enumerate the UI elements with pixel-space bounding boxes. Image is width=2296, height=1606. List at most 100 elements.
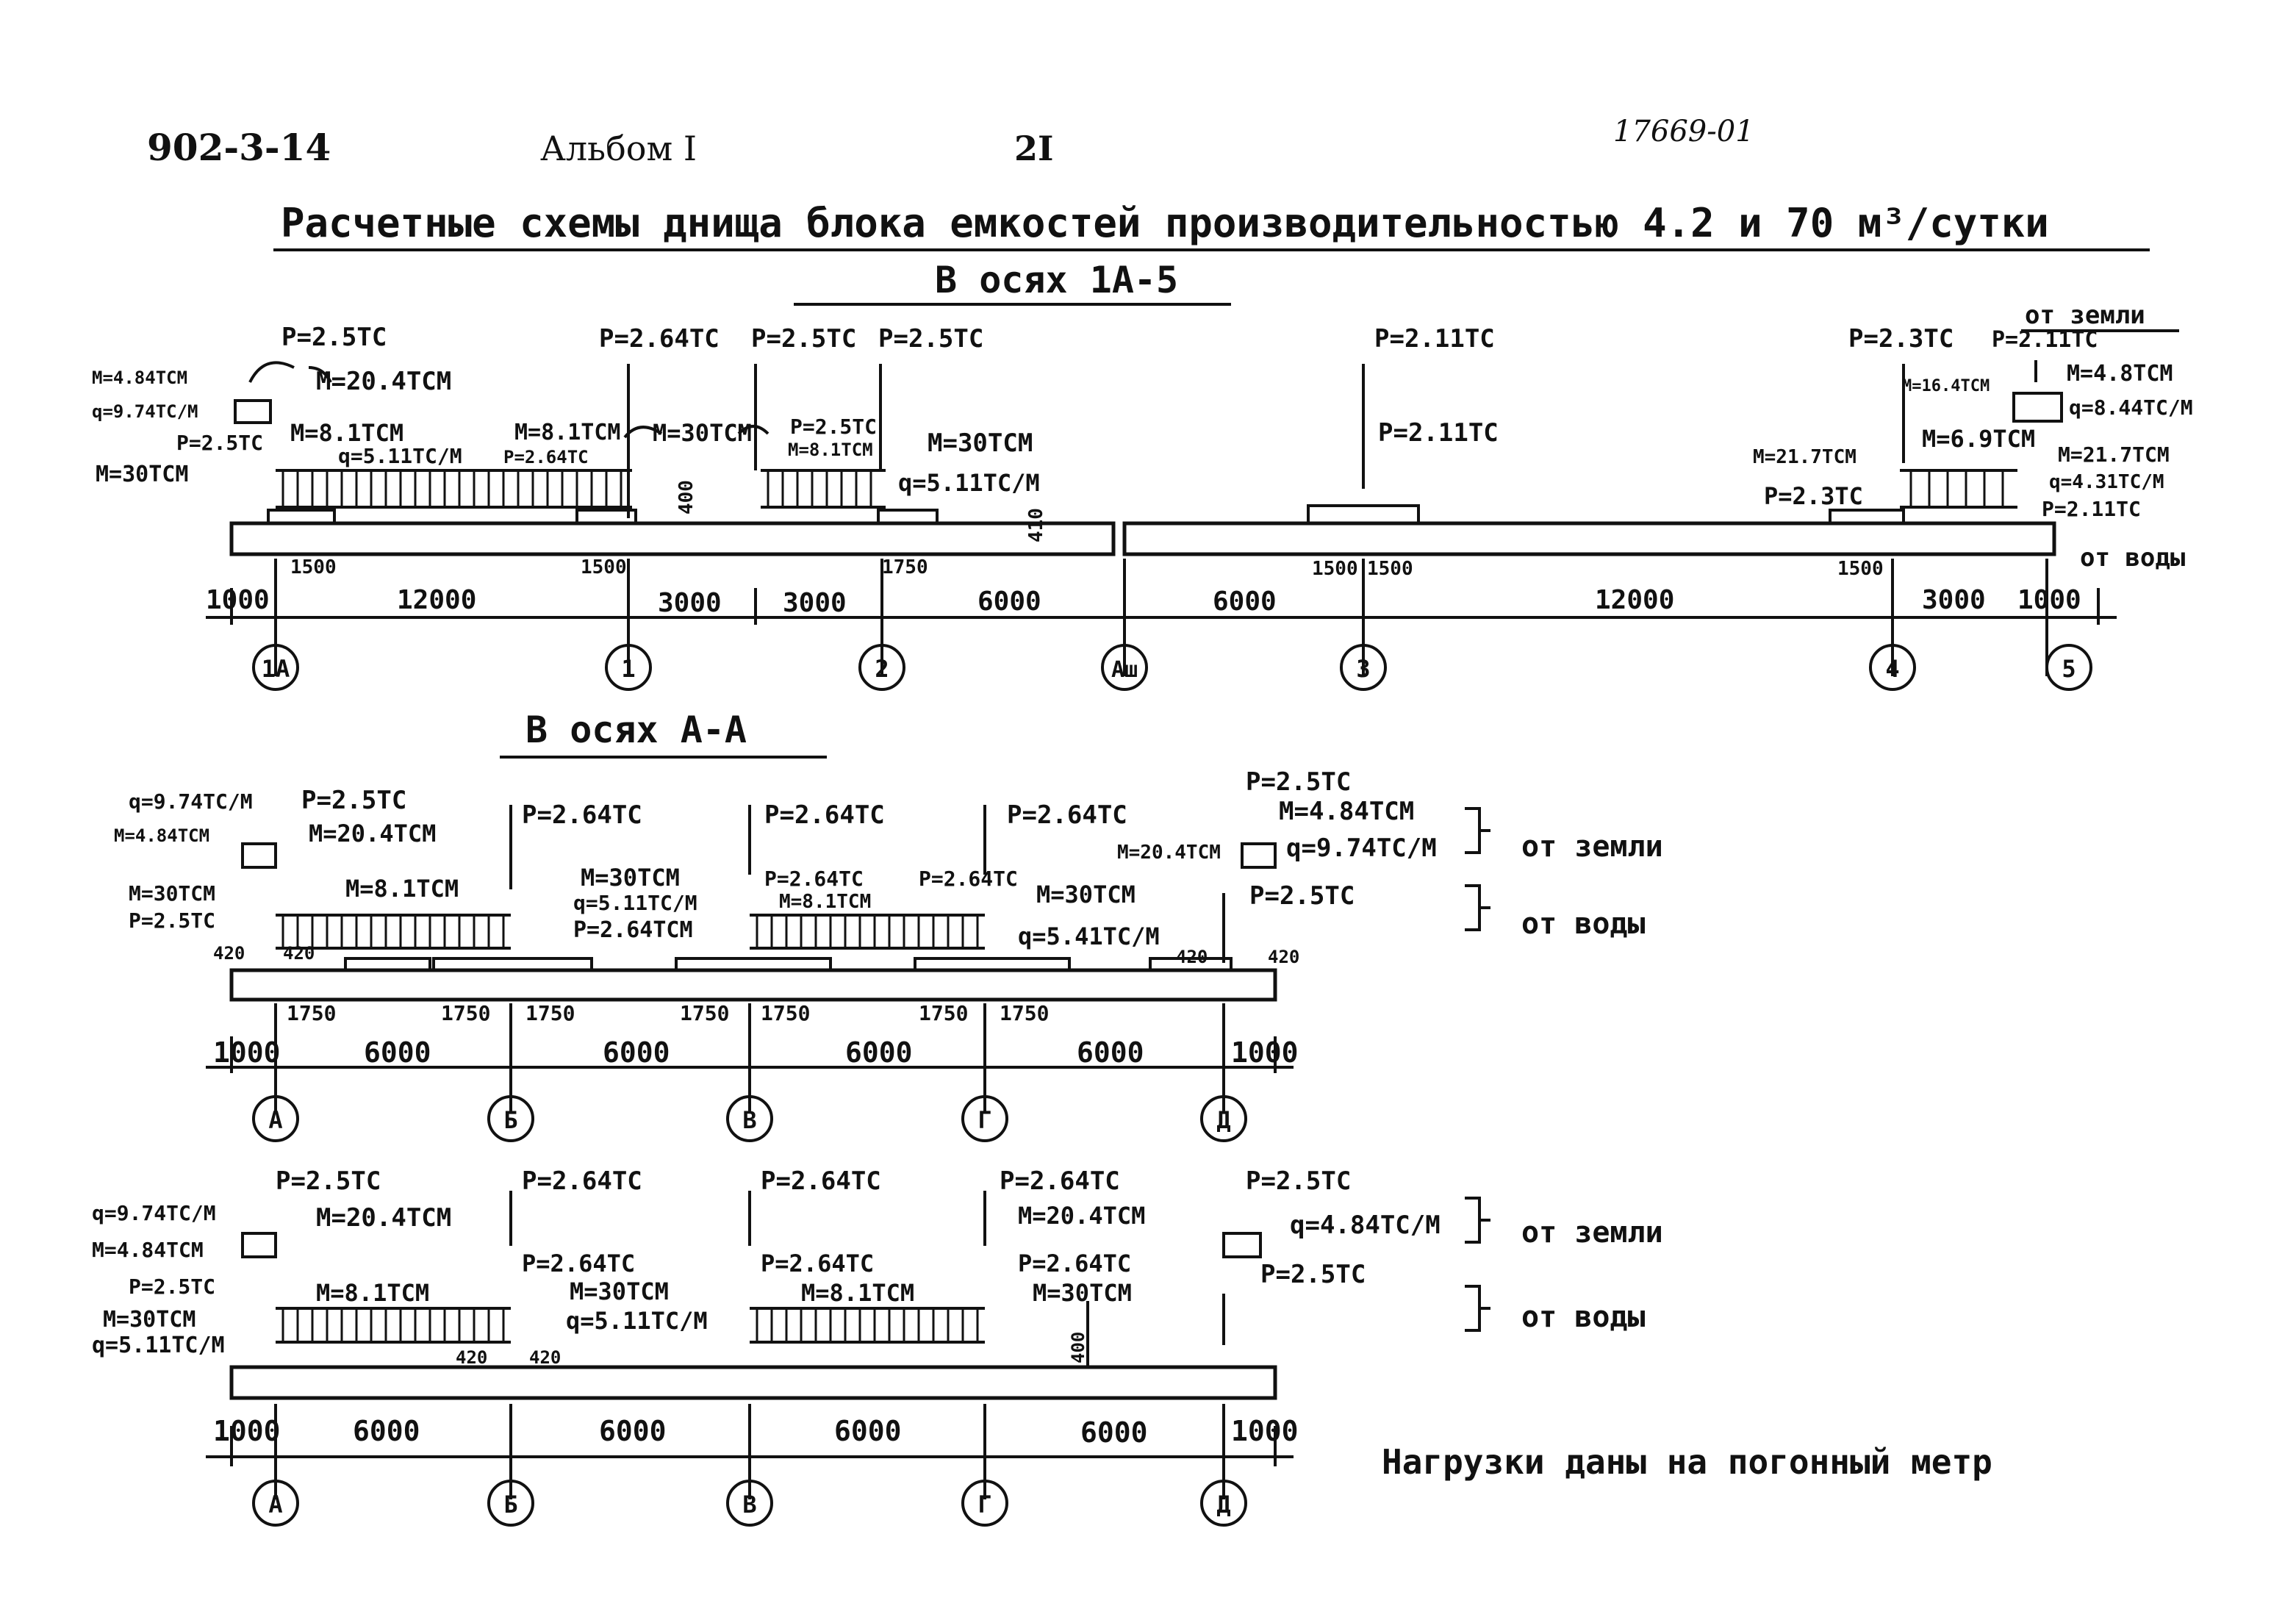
scheme-2: q=9.74ТС/М Р=2.5ТС М=4.84ТСМ М=20.4ТСМ Р… [114,767,1663,1142]
svg-text:Р=2.64ТС: Р=2.64ТС [599,324,720,354]
svg-text:Р=2.5ТС: Р=2.5ТС [1249,881,1355,911]
svg-text:q=5.11ТС/М: q=5.11ТС/М [338,444,462,468]
svg-text:М=8.1ТСМ: М=8.1ТСМ [779,891,871,913]
svg-text:1000: 1000 [1231,1036,1299,1069]
svg-text:1750: 1750 [882,556,928,578]
svg-text:4: 4 [1885,655,1899,683]
stamp-number: 17669-01 [1613,115,1754,148]
svg-text:Р=2.11ТС: Р=2.11ТС [2042,497,2141,521]
axis-bubble: Д [1200,1480,1247,1527]
svg-text:Р=2.5ТС: Р=2.5ТС [301,786,406,815]
svg-text:М=4.84ТСМ: М=4.84ТСМ [114,825,209,846]
svg-text:q=4.31ТС/М: q=4.31ТС/М [2049,471,2164,493]
svg-text:М=20.4ТСМ: М=20.4ТСМ [316,367,451,396]
svg-text:1750: 1750 [287,1001,336,1025]
axis-extension-lines-2 [230,1003,1277,1114]
svg-text:М=8.1ТСМ: М=8.1ТСМ [514,420,621,445]
axis-bubble: Г [961,1480,1008,1527]
svg-text:420: 420 [456,1347,487,1368]
slab-right [1122,521,2056,556]
axis-extension-lines [230,559,2100,676]
svg-text:q=5.11ТС/М: q=5.11ТС/М [566,1307,708,1335]
svg-text:1750: 1750 [525,1001,575,1025]
svg-text:1500: 1500 [1837,558,1884,580]
axis-bubble: 2 [858,644,905,691]
svg-text:М=30ТСМ: М=30ТСМ [653,419,752,447]
svg-text:420: 420 [1268,947,1299,967]
svg-text:Р=2.64ТС: Р=2.64ТС [1000,1166,1120,1196]
dimensions-scheme-1: 1000 12000 3000 3000 6000 6000 12000 300… [206,556,2081,618]
slab-left [229,521,1116,556]
svg-text:6000: 6000 [845,1036,913,1069]
note-from-water: от воды [2080,543,2185,573]
note-from-soil: от земли [2025,301,2145,330]
scheme-1: Р=2.5ТС М=4.84ТСМ q=9.74ТС/М М=20.4ТСМ Р… [92,301,2193,691]
axis-bubble: Б [487,1095,534,1142]
svg-text:Р=2.5ТС: Р=2.5ТС [129,908,215,933]
axis-bubble: 4 [1869,644,1916,691]
svg-text:6000: 6000 [1080,1416,1148,1449]
axis-bubble: В [726,1480,773,1527]
side-notes-scheme-1: от земли от воды [2021,301,2185,573]
axis-bubble: Аш [1101,644,1148,691]
svg-text:400: 400 [1068,1332,1088,1363]
distributed-load-3 [1900,469,2017,509]
svg-text:М=30ТСМ: М=30ТСМ [1036,881,1136,908]
svg-text:1000: 1000 [213,1415,281,1447]
svg-text:М=4.8ТСМ: М=4.8ТСМ [2067,361,2173,387]
soil-load-box-right-3 [1222,1232,1262,1258]
soil-load-box-left-2 [241,842,277,869]
svg-text:М=4.84ТСМ: М=4.84ТСМ [92,368,187,388]
svg-text:q=9.74ТС/М: q=9.74ТС/М [92,1201,216,1225]
svg-text:1000: 1000 [206,585,270,615]
svg-text:Р=2.5ТС: Р=2.5ТС [129,1275,215,1299]
svg-text:М=8.1ТСМ: М=8.1ТСМ [788,440,873,460]
svg-text:420: 420 [283,943,315,964]
svg-text:q=8.44ТС/М: q=8.44ТС/М [2069,395,2193,420]
svg-text:М=8.1ТСМ: М=8.1ТСМ [316,1279,429,1307]
svg-text:Р=2.64ТС: Р=2.64ТС [522,1166,642,1196]
svg-text:Р=2.5ТС: Р=2.5ТС [176,431,263,455]
sheet-number: 2I [1014,129,1054,168]
svg-text:Р=2.64ТС: Р=2.64ТС [761,1166,881,1196]
svg-text:Р=2.64ТСМ: Р=2.64ТСМ [573,917,693,943]
svg-text:1750: 1750 [1000,1001,1049,1025]
svg-text:В: В [742,1491,756,1519]
svg-text:Р=2.64ТС: Р=2.64ТС [522,1250,635,1277]
axis-bubble: Б [487,1480,534,1527]
svg-text:М=30ТСМ: М=30ТСМ [581,864,680,892]
svg-text:Р=2.5ТС: Р=2.5ТС [1246,767,1351,797]
svg-text:М=20.4ТСМ: М=20.4ТСМ [316,1203,451,1233]
document-code: 902-3-14 [147,126,331,169]
note-from-water: от воды [1521,1300,1646,1334]
dimensions-scheme-2: 1000 6000 6000 6000 6000 1000 1750 1750 … [213,1001,1299,1069]
svg-text:1750: 1750 [680,1001,729,1025]
svg-text:6000: 6000 [1213,587,1277,617]
svg-text:М=30ТСМ: М=30ТСМ [570,1277,669,1305]
svg-text:Р=2.3ТС: Р=2.3ТС [1764,482,1863,510]
svg-text:Р=2.64ТС: Р=2.64ТС [919,867,1018,891]
svg-text:М=30ТСМ: М=30ТСМ [103,1307,195,1333]
svg-text:М=6.9ТСМ: М=6.9ТСМ [1922,425,2035,453]
slab-thickenings-2 [344,957,1233,970]
svg-text:Р=2.5ТС: Р=2.5ТС [276,1166,381,1196]
note-from-soil: от земли [1521,830,1663,864]
side-notes-scheme-3: от земли от воды [1521,1216,1663,1334]
axis-bubble: 3 [1340,644,1387,691]
svg-text:Р=2.5ТС: Р=2.5ТС [281,323,387,352]
svg-text:420: 420 [1176,947,1208,967]
axis-bubble: А [252,1480,299,1527]
axis-bubble: 5 [2045,644,2092,691]
svg-text:М=8.1ТСМ: М=8.1ТСМ [290,419,403,447]
axis-bubble: В [726,1095,773,1142]
svg-text:3000: 3000 [783,588,847,618]
svg-text:Р=2.5ТС: Р=2.5ТС [790,415,877,439]
svg-text:1500: 1500 [1367,558,1413,580]
side-notes-scheme-2: от земли от воды [1521,830,1663,941]
slab-thickenings [267,504,1905,523]
distributed-load-1 [276,469,632,509]
point-load-arrows [627,360,2037,518]
svg-text:5: 5 [2062,655,2076,683]
scheme-3: q=9.74ТС/М Р=2.5ТС М=20.4ТСМ М=4.84ТСМ Р… [92,1166,1663,1527]
svg-text:q=4.84ТС/М: q=4.84ТС/М [1290,1211,1441,1240]
